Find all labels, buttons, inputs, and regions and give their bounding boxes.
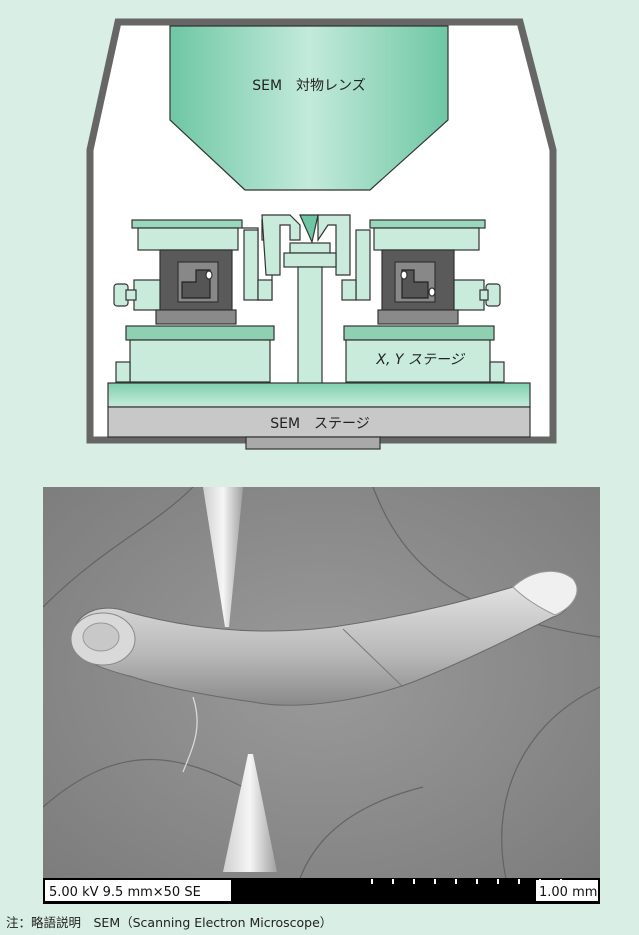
lens-label: SEM 対物レンズ xyxy=(252,78,366,94)
apparatus-diagram: SEM 対物レンズ xyxy=(0,0,639,470)
info-bar-text: 5.00 kV 9.5 mm×50 SE xyxy=(49,885,201,900)
scale-label: 1.00 mm xyxy=(539,885,597,900)
sem-micrograph: 5.00 kV 9.5 mm×50 SE 1.00 mm xyxy=(43,487,600,904)
sem-stage-label: SEM ステージ xyxy=(270,416,370,432)
xy-stage-label: X, Y ステージ xyxy=(375,352,465,368)
abbreviation-note: 注：略語説明 SEM（Scanning Electron Microscope） xyxy=(6,912,332,931)
